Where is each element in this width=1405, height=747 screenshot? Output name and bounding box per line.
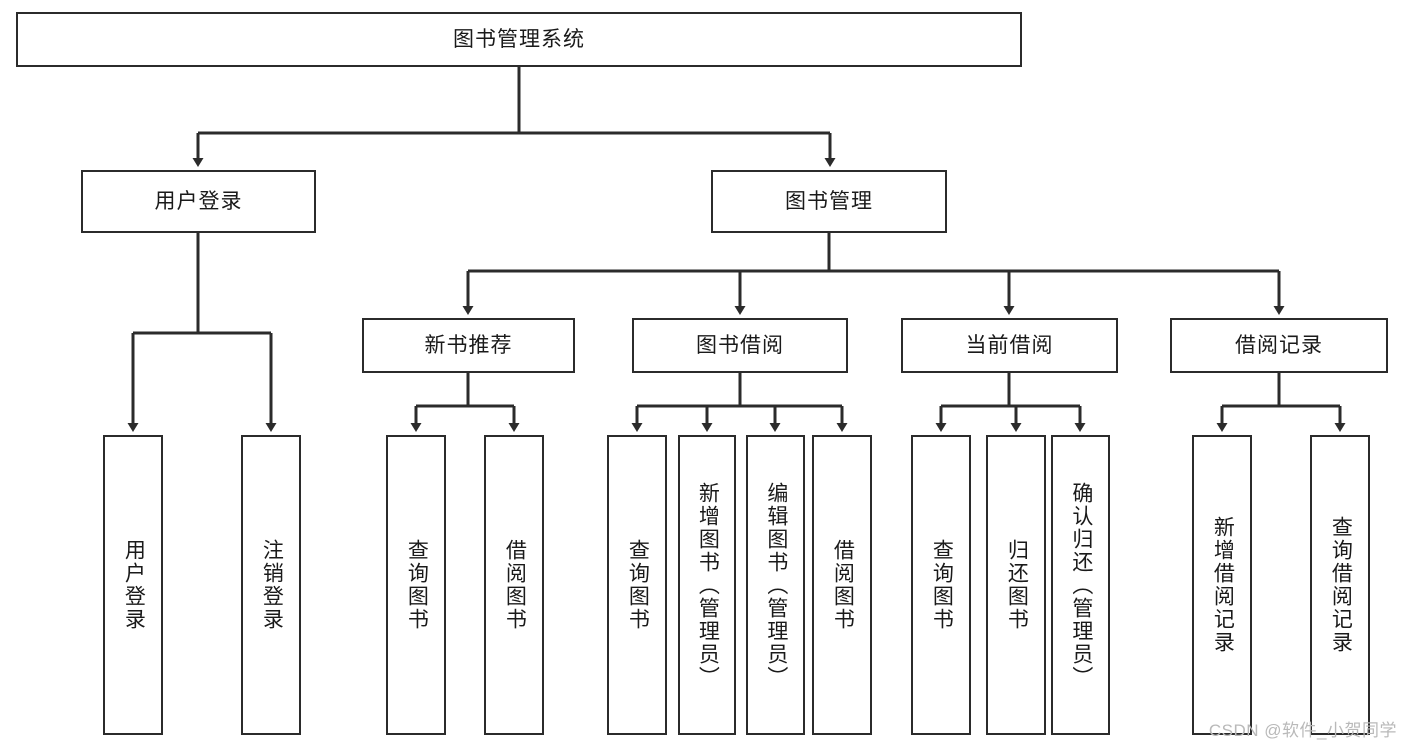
node-current-borrow[interactable]: 当前借阅: [901, 318, 1118, 373]
node-leaf-return-book[interactable]: 归还图书: [986, 435, 1046, 735]
node-leaf-user-logout[interactable]: 注销登录: [241, 435, 301, 735]
node-book-management[interactable]: 图书管理: [711, 170, 947, 233]
node-new-book-recommend-label: 新书推荐: [424, 333, 513, 357]
node-leaf-user-login[interactable]: 用户登录: [103, 435, 163, 735]
node-root[interactable]: 图书管理系统: [16, 12, 1022, 67]
node-book-management-label: 图书管理: [785, 189, 873, 213]
node-leaf-query-book-3-label: 查询图书: [930, 539, 954, 631]
node-root-label: 图书管理系统: [453, 27, 585, 51]
node-leaf-borrow-book-1[interactable]: 借阅图书: [484, 435, 544, 735]
node-leaf-borrow-book-2-label: 借阅图书: [831, 539, 855, 631]
node-leaf-query-book-3[interactable]: 查询图书: [911, 435, 971, 735]
node-leaf-edit-book[interactable]: 编辑图书（管理员）: [746, 435, 805, 735]
node-leaf-user-logout-label: 注销登录: [260, 539, 284, 631]
node-leaf-return-book-label: 归还图书: [1005, 539, 1029, 631]
node-leaf-borrow-book-1-label: 借阅图书: [503, 539, 527, 631]
node-leaf-query-book-2-label: 查询图书: [626, 539, 650, 631]
node-leaf-query-book-2[interactable]: 查询图书: [607, 435, 667, 735]
node-book-borrow-label: 图书借阅: [696, 333, 784, 357]
node-leaf-query-book-1-label: 查询图书: [405, 539, 429, 631]
node-leaf-add-book-label: 新增图书（管理员）: [696, 481, 720, 689]
node-book-borrow[interactable]: 图书借阅: [632, 318, 848, 373]
node-user-login[interactable]: 用户登录: [81, 170, 316, 233]
node-leaf-add-book[interactable]: 新增图书（管理员）: [678, 435, 736, 735]
node-leaf-query-record-label: 查询借阅记录: [1329, 516, 1353, 654]
node-borrow-records[interactable]: 借阅记录: [1170, 318, 1388, 373]
node-leaf-add-record[interactable]: 新增借阅记录: [1192, 435, 1252, 735]
node-leaf-add-record-label: 新增借阅记录: [1211, 516, 1235, 654]
node-leaf-confirm-return-label: 确认归还（管理员）: [1069, 481, 1093, 689]
node-leaf-query-book-1[interactable]: 查询图书: [386, 435, 446, 735]
node-leaf-borrow-book-2[interactable]: 借阅图书: [812, 435, 872, 735]
node-borrow-records-label: 借阅记录: [1235, 333, 1323, 357]
node-leaf-user-login-label: 用户登录: [122, 539, 146, 631]
node-leaf-query-record[interactable]: 查询借阅记录: [1310, 435, 1370, 735]
node-leaf-edit-book-label: 编辑图书（管理员）: [764, 481, 788, 689]
node-leaf-confirm-return[interactable]: 确认归还（管理员）: [1051, 435, 1110, 735]
node-new-book-recommend[interactable]: 新书推荐: [362, 318, 575, 373]
node-current-borrow-label: 当前借阅: [965, 333, 1054, 357]
node-user-login-label: 用户登录: [154, 189, 243, 213]
